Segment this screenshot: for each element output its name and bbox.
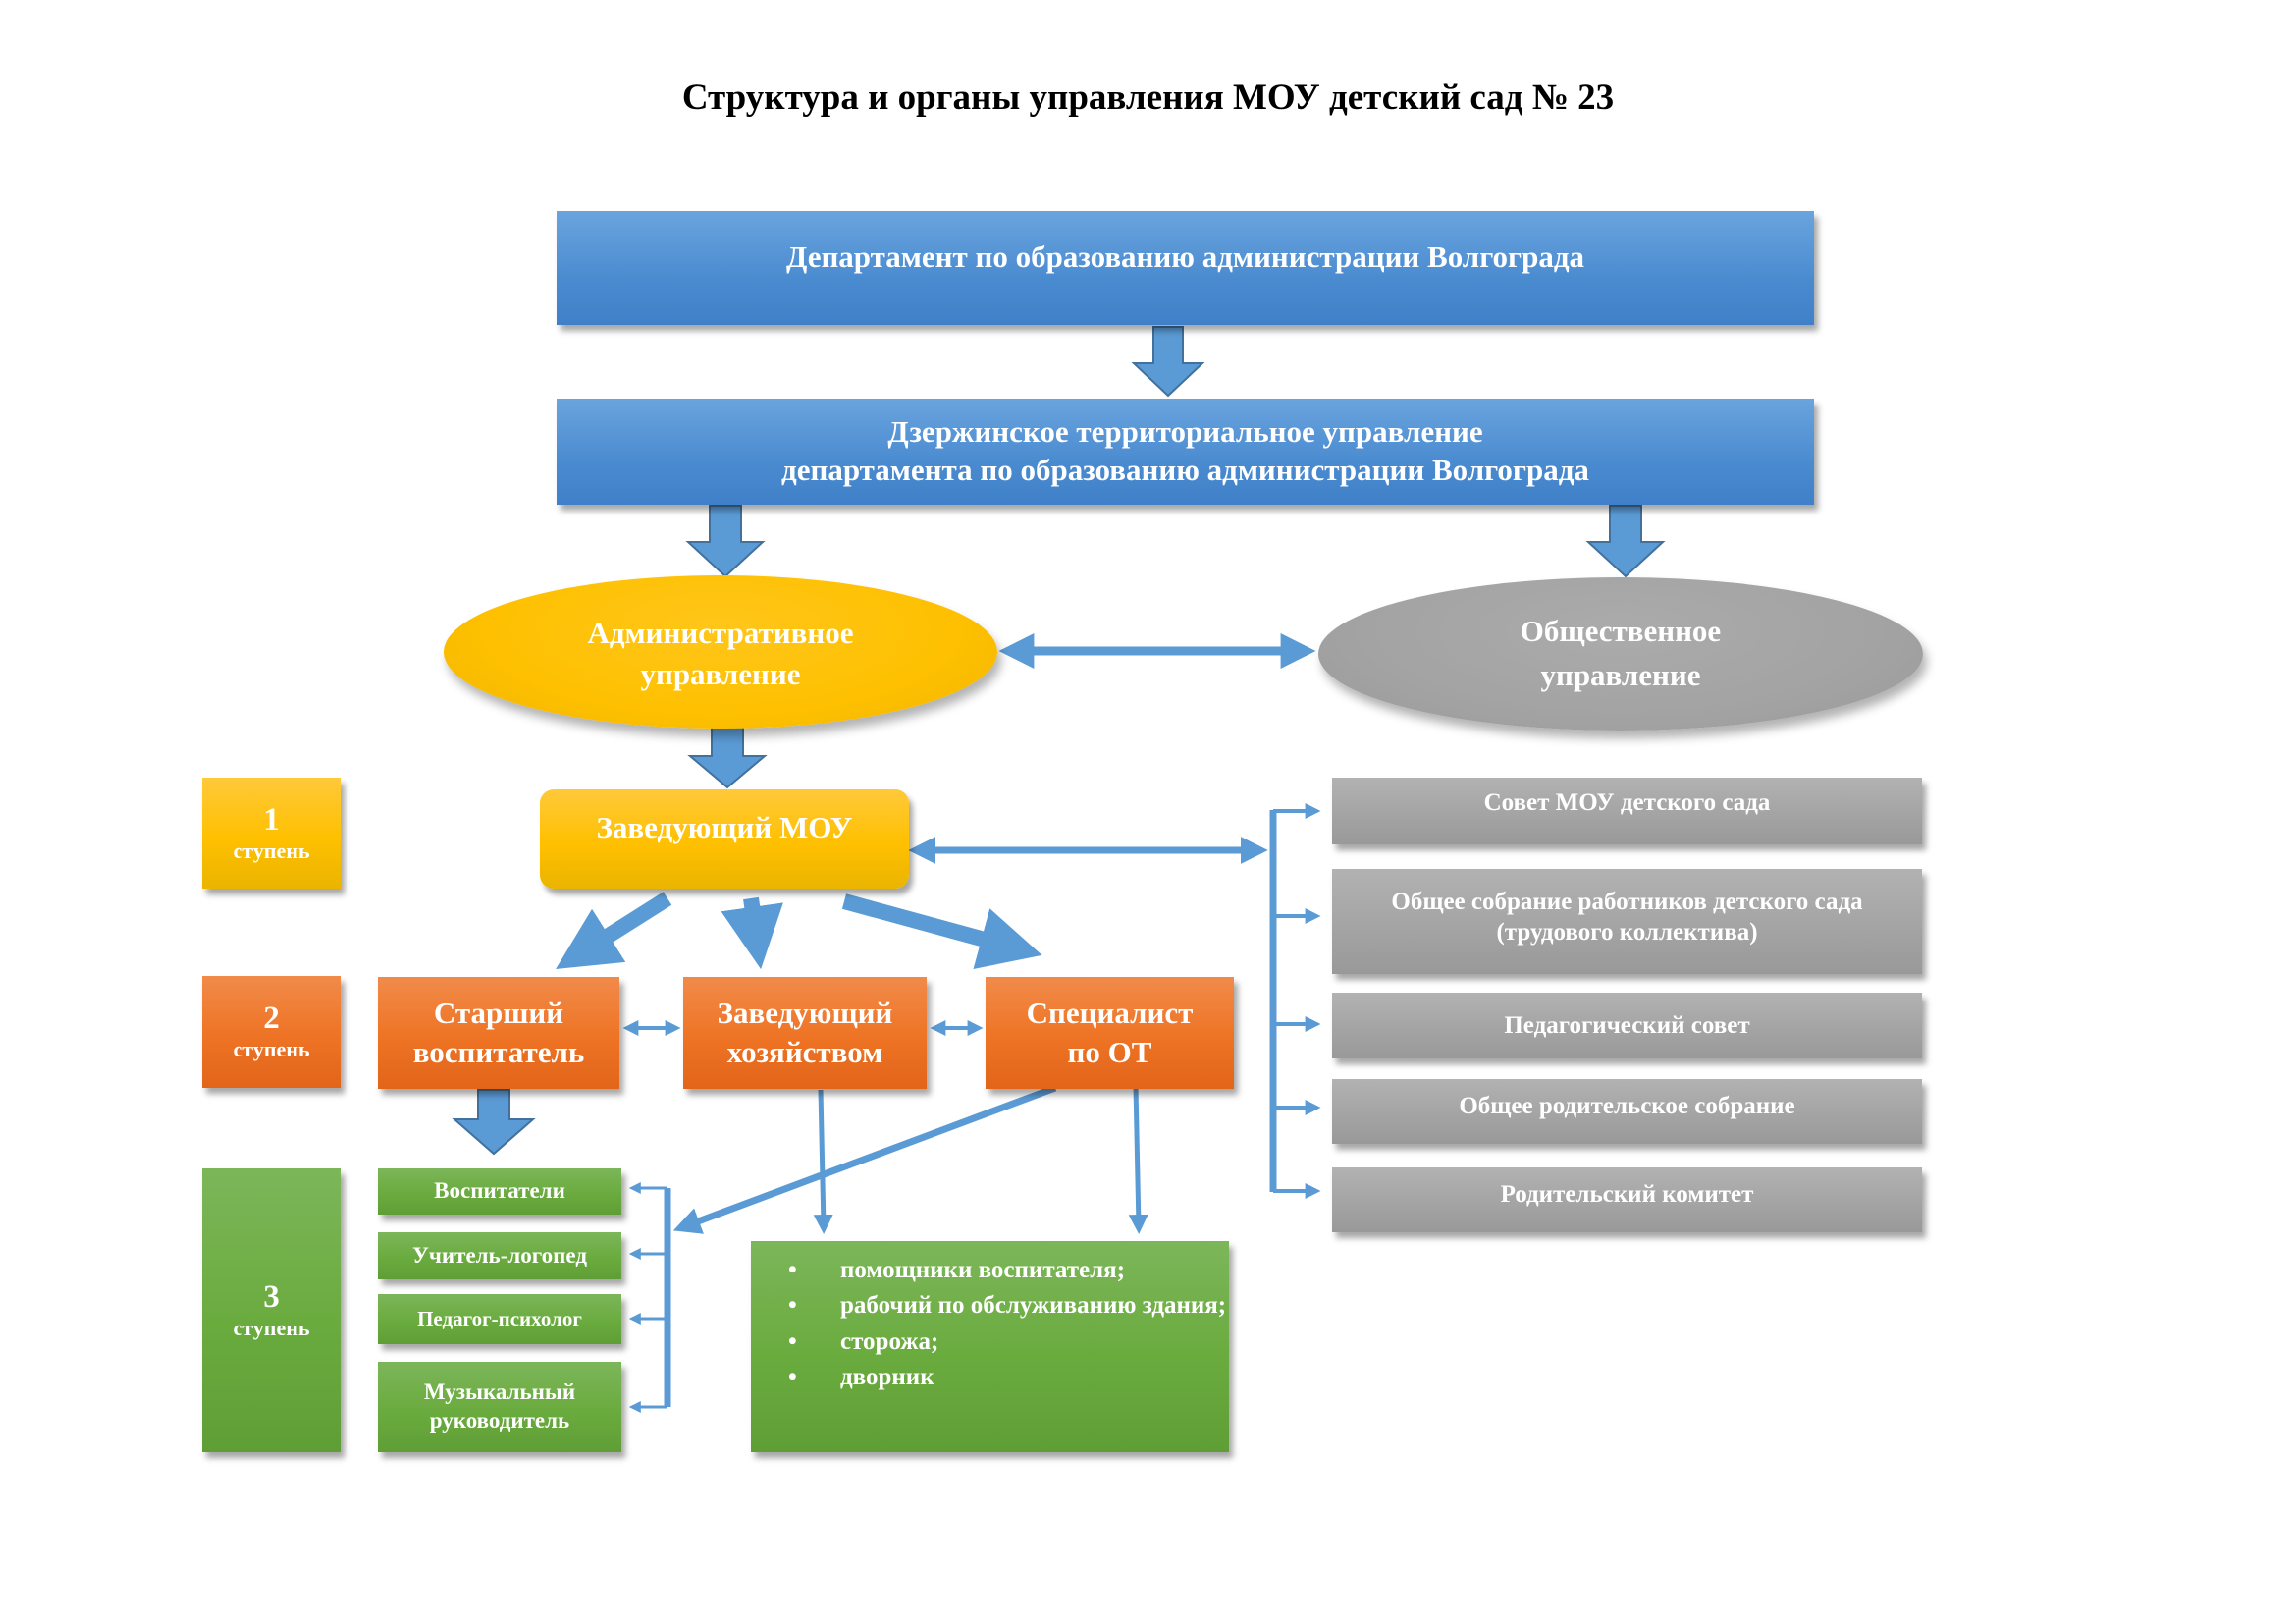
territorial-line2: департамента по образованию администраци… bbox=[781, 453, 1589, 487]
pedagogical-council-box: Педагогический совет bbox=[1332, 993, 1922, 1058]
arrow-head-to-ot-specialist bbox=[841, 893, 1042, 969]
arrow-head-to-senior-educator bbox=[556, 892, 672, 969]
public-bodies-branches bbox=[1273, 803, 1321, 1199]
ot-specialist-line1: Специалист bbox=[1026, 995, 1194, 1030]
territorial-box: Дзержинское территориальное управление д… bbox=[557, 399, 1814, 505]
public-management: Общественное управление bbox=[1318, 577, 1923, 731]
general-meeting-box: Общее собрание работников детского сада … bbox=[1332, 869, 1922, 974]
step-1-number: 1 bbox=[263, 801, 280, 838]
step-3-badge: 3 ступень bbox=[202, 1168, 341, 1452]
council-box: Совет МОУ детского сада bbox=[1332, 778, 1922, 844]
housekeeping-line2: хозяйством bbox=[726, 1035, 883, 1069]
educators-box: Воспитатели bbox=[378, 1168, 621, 1215]
support-staff-item: дворник bbox=[788, 1360, 1229, 1396]
support-staff-item: рабочий по обслуживанию здания; bbox=[788, 1288, 1229, 1325]
senior-educator-line2: воспитатель bbox=[412, 1035, 585, 1069]
block-arrow-territorial-to-public bbox=[1585, 505, 1666, 578]
arrow-housekeeping-to-support bbox=[813, 1089, 833, 1234]
public-line2: управление bbox=[1540, 658, 1701, 692]
speech-therapist-box: Учитель-логопед bbox=[378, 1232, 621, 1279]
ot-specialist-box: Специалист по ОТ bbox=[986, 977, 1234, 1089]
support-staff-box: помощники воспитателя; рабочий по обслуж… bbox=[751, 1241, 1229, 1452]
speech-therapist-label: Учитель-логопед bbox=[412, 1242, 587, 1268]
department-label: Департамент по образованию администрации… bbox=[785, 240, 1585, 274]
administrative-management: Административное управление bbox=[444, 575, 997, 729]
step-2-number: 2 bbox=[263, 1001, 280, 1037]
parent-meeting-box: Общее родительское собрание bbox=[1332, 1079, 1922, 1144]
step-2-badge: 2 ступень bbox=[202, 976, 341, 1088]
administrative-line2: управление bbox=[640, 656, 801, 691]
head-label: Заведующий МОУ bbox=[596, 810, 853, 844]
page-title: Структура и органы управления МОУ детски… bbox=[681, 78, 1615, 118]
block-arrow-administrative-to-head bbox=[687, 726, 768, 789]
parent-committee-box: Родительский комитет bbox=[1332, 1167, 1922, 1232]
arrow-ot-to-pedagogical bbox=[672, 1084, 1057, 1234]
parent-committee-label: Родительский комитет bbox=[1500, 1181, 1754, 1208]
psychologist-box: Педагог-психолог bbox=[378, 1294, 621, 1344]
public-line1: Общественное bbox=[1520, 614, 1722, 649]
music-director-box: Музыкальный руководитель bbox=[378, 1362, 621, 1452]
support-staff-list: помощники воспитателя; рабочий по обслуж… bbox=[751, 1253, 1229, 1395]
senior-educator-line1: Старший bbox=[433, 995, 564, 1030]
arrow-head-to-housekeeping bbox=[721, 896, 783, 970]
ot-specialist-line2: по ОТ bbox=[1067, 1035, 1152, 1069]
step-1-badge: 1 ступень bbox=[202, 778, 341, 889]
pedagogical-branches bbox=[628, 1182, 667, 1413]
block-arrow-senior-to-staff bbox=[452, 1089, 536, 1156]
step-3-label: ступень bbox=[233, 1315, 310, 1340]
arrow-ot-to-support bbox=[1128, 1085, 1148, 1234]
parent-meeting-label: Общее родительское собрание bbox=[1459, 1093, 1795, 1119]
head-box: Заведующий МОУ bbox=[540, 789, 909, 889]
step-3-number: 3 bbox=[263, 1278, 280, 1315]
music-director-line2: руководитель bbox=[429, 1408, 570, 1433]
block-arrow-territorial-to-administrative bbox=[685, 505, 766, 578]
psychologist-label: Педагог-психолог bbox=[417, 1307, 582, 1331]
housekeeping-head-box: Заведующий хозяйством bbox=[683, 977, 927, 1089]
department-box: Департамент по образованию администрации… bbox=[557, 211, 1814, 325]
educators-label: Воспитатели bbox=[434, 1178, 565, 1204]
general-meeting-line2: (трудового коллектива) bbox=[1496, 919, 1758, 947]
step-1-label: ступень bbox=[233, 838, 310, 863]
support-staff-item: сторожа; bbox=[788, 1325, 1229, 1361]
administrative-line1: Административное bbox=[587, 616, 854, 650]
step-2-label: ступень bbox=[233, 1037, 310, 1062]
support-staff-item: помощники воспитателя; bbox=[788, 1253, 1229, 1289]
senior-educator-box: Старший воспитатель bbox=[378, 977, 619, 1089]
housekeeping-line1: Заведующий bbox=[717, 995, 893, 1030]
territorial-line1: Дзержинское территориальное управление bbox=[887, 414, 1483, 450]
council-label: Совет МОУ детского сада bbox=[1483, 789, 1771, 816]
music-director-line1: Музыкальный bbox=[423, 1380, 576, 1405]
pedagogical-council-label: Педагогический совет bbox=[1504, 1011, 1750, 1039]
general-meeting-line1: Общее собрание работников детского сада bbox=[1391, 889, 1863, 915]
block-arrow-department-to-territorial bbox=[1131, 326, 1205, 398]
